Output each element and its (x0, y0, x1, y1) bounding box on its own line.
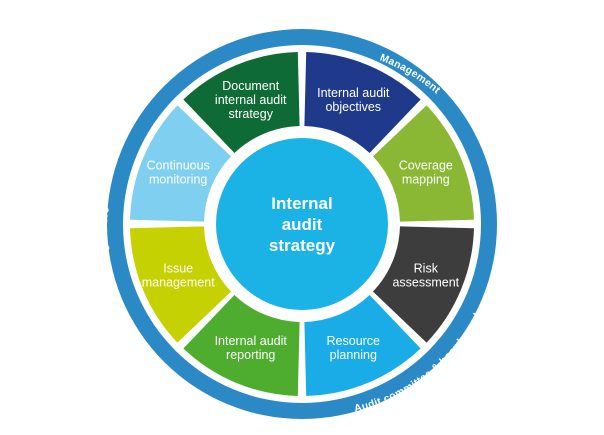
center-circle (216, 138, 388, 310)
segment-continuous-monitoring (130, 105, 232, 222)
segment-document-internal-audit-strategy (183, 52, 300, 154)
segment-internal-audit-objectives (304, 52, 421, 154)
segment-internal-audit-reporting (183, 294, 300, 396)
segment-resource-planning (304, 294, 421, 396)
segment-issue-management (130, 226, 232, 343)
segment-risk-assessment (372, 226, 474, 343)
ring-label-regulators: Regulators (98, 206, 112, 266)
segment-coverage-mapping (372, 105, 474, 222)
